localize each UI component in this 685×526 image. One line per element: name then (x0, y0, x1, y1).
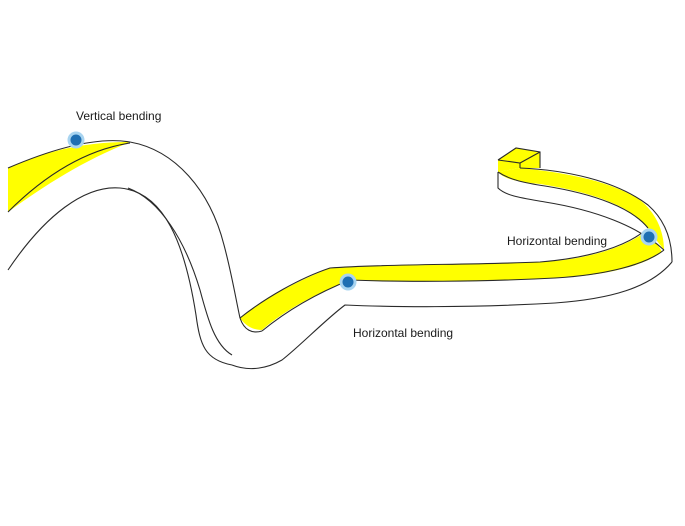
marker-horizontal-bending-right (640, 228, 658, 246)
strip-top-face-yellow-right (498, 168, 664, 250)
horizontal-bending-label-right: Horizontal bending (507, 234, 608, 248)
strip-side-face-right (498, 170, 664, 250)
marker-horizontal-bending-bottom (339, 273, 357, 291)
strip-outline-left-top (7, 140, 241, 319)
blue-dot-icon (643, 231, 655, 243)
strip-outline-left-mid (127, 187, 233, 356)
vertical-bending-label: Vertical bending (76, 109, 162, 123)
blue-dot-icon (70, 134, 82, 146)
horizontal-bending-label-bottom: Horizontal bending (353, 326, 454, 340)
strip-top-face-yellow-middle (240, 230, 662, 330)
strip-outline-left-inner (7, 142, 131, 213)
strip-outline-middle-top (239, 227, 649, 319)
strip-outline-right-inner (497, 171, 649, 229)
strip-outline-left-under (7, 187, 233, 366)
strip-outline-middle-yellow-edge (261, 249, 665, 332)
strip-side-face-middle (240, 248, 670, 336)
strip-outline-right-outer (519, 167, 673, 263)
strip-outline-middle-bottom (231, 261, 673, 370)
strip-side-face-left (8, 137, 232, 364)
strip-end-cap-outline (497, 147, 541, 168)
strip-outline-right-lower (497, 172, 665, 251)
blue-dot-icon (342, 276, 354, 288)
strip-outline-valley-edge (239, 317, 263, 333)
marker-vertical-bending (67, 131, 85, 149)
strip-end-cap (498, 148, 540, 172)
strip-top-face-yellow-left (8, 142, 130, 212)
